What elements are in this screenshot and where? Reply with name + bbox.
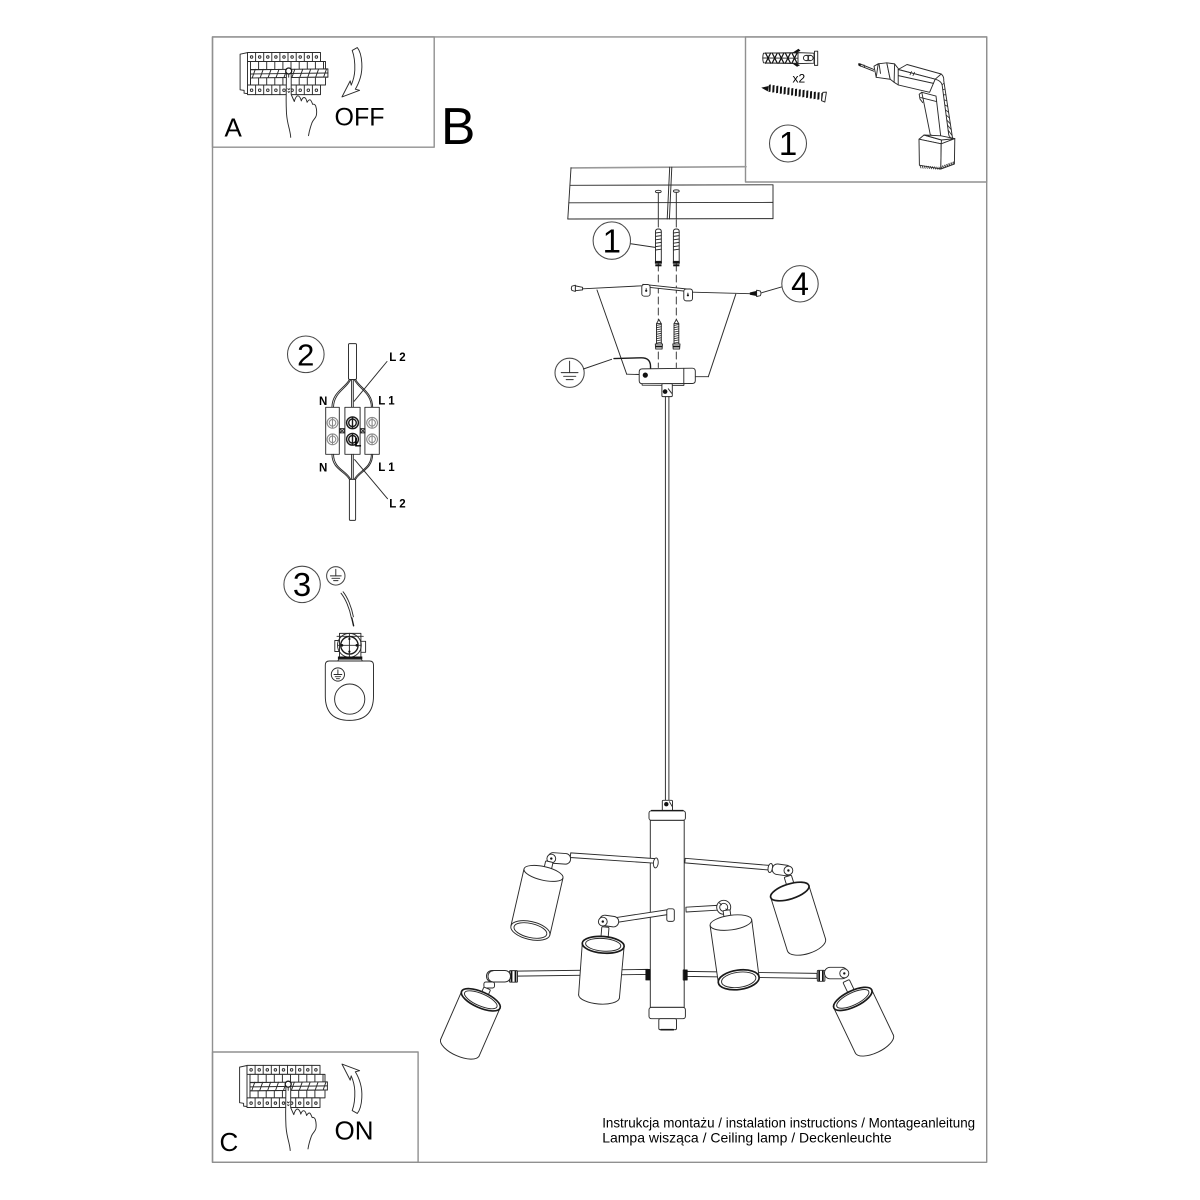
svg-text:L: L [354, 438, 361, 450]
svg-text:ON: ON [335, 1116, 374, 1146]
svg-text:L 1: L 1 [378, 395, 395, 407]
svg-text:L 1: L 1 [378, 462, 395, 474]
svg-text:Lampa wisząca / Ceiling lamp /: Lampa wisząca / Ceiling lamp / Deckenleu… [602, 1129, 892, 1145]
svg-text:B: B [441, 97, 475, 155]
svg-text:L 2: L 2 [389, 499, 405, 511]
svg-text:3: 3 [293, 566, 311, 603]
svg-text:N: N [319, 396, 327, 408]
svg-text:1: 1 [603, 222, 621, 259]
svg-text:x2: x2 [793, 72, 806, 86]
svg-text:N: N [319, 463, 327, 475]
svg-text:C: C [220, 1127, 239, 1157]
svg-text:4: 4 [791, 266, 809, 302]
svg-text:L 2: L 2 [389, 352, 405, 364]
svg-text:1: 1 [779, 125, 797, 162]
svg-text:A: A [225, 113, 243, 143]
svg-text:OFF: OFF [335, 104, 385, 132]
svg-text:2: 2 [297, 337, 314, 372]
svg-text:Instrukcja montażu / instalati: Instrukcja montażu / instalation instruc… [602, 1115, 975, 1130]
